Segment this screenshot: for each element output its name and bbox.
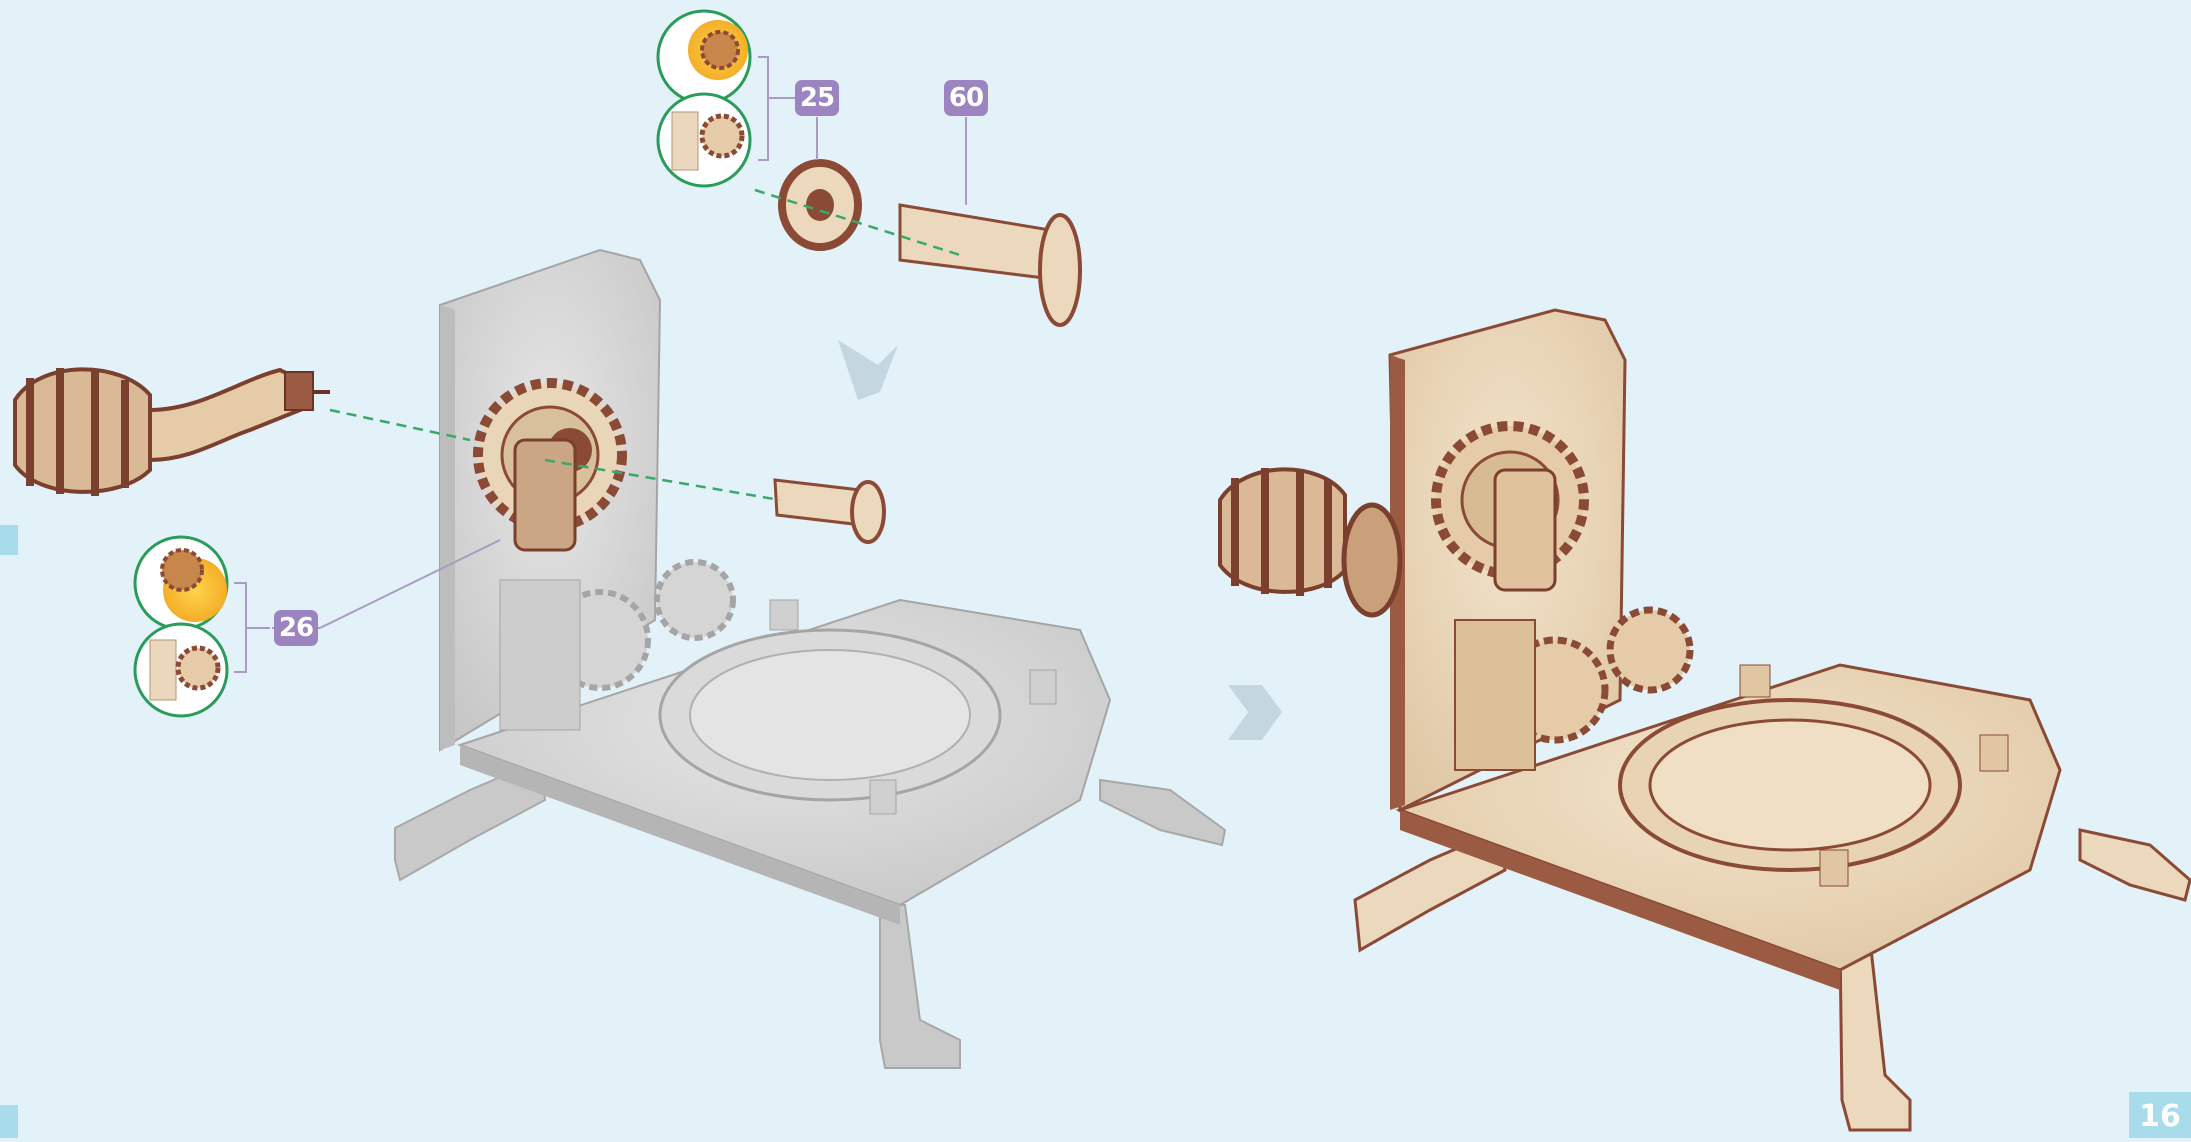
assembled-model: [1220, 310, 2190, 1130]
part-number-badge-25: 25: [795, 80, 839, 116]
washer-part-25: [782, 163, 858, 247]
left-edge-tab-bottom: [0, 1105, 18, 1138]
thumbnail-group-26: [135, 537, 227, 716]
page-number: 16: [2129, 1092, 2191, 1138]
crank-handle-part: [15, 368, 330, 496]
part-number-badge-26: 26: [274, 610, 318, 646]
chevron-down-icon: [838, 340, 898, 400]
thumbnail-group-25: [658, 11, 750, 186]
small-axle-part: [775, 480, 884, 542]
grey-assembly: [395, 250, 1225, 1068]
left-edge-tab: [0, 525, 18, 555]
axle-part-60: [900, 205, 1080, 325]
chevron-right-icon: [1228, 685, 1282, 740]
part-number-badge-60: 60: [944, 80, 988, 116]
